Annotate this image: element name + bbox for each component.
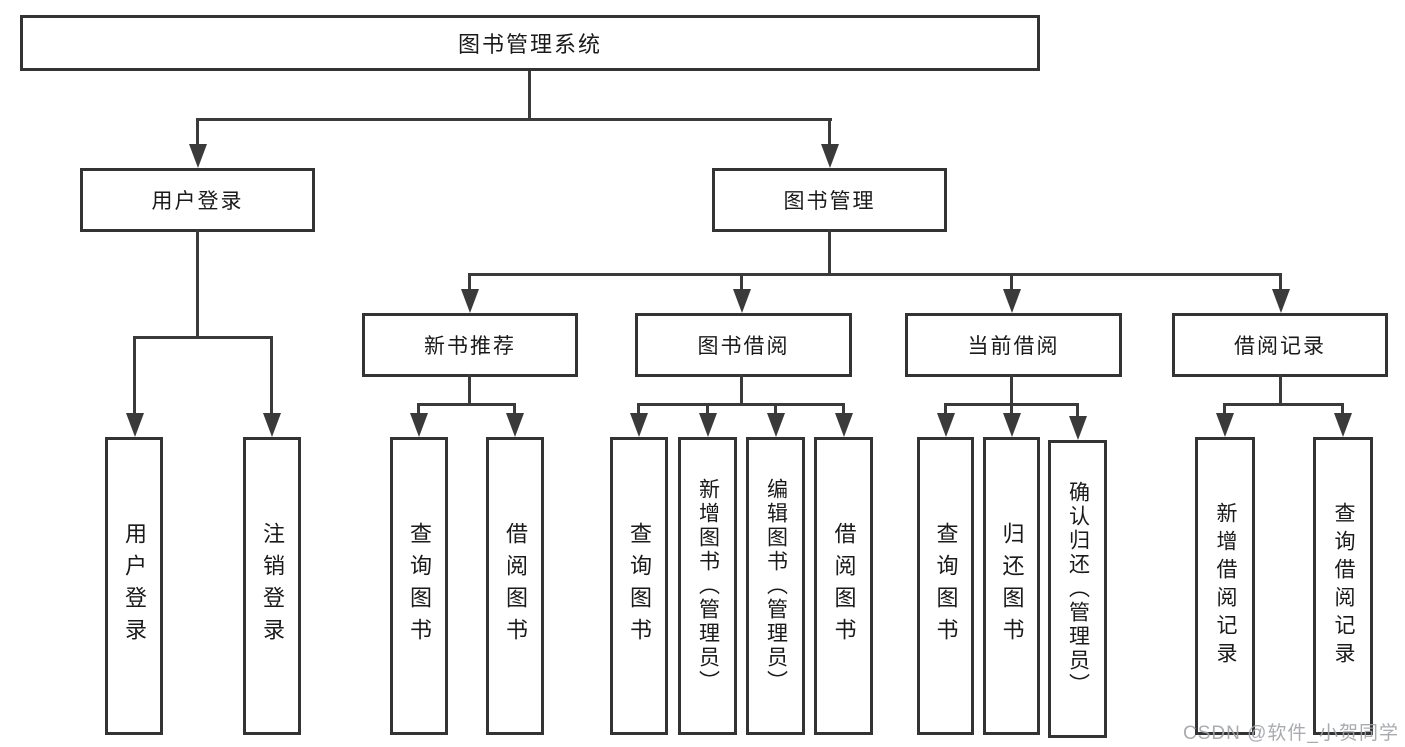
node-bor-query-books: 查询图书 — [610, 437, 668, 735]
arrow-to-rec-borrow-books — [513, 403, 516, 413]
connector-book-borrowing-rail — [638, 403, 844, 406]
arrow-to-bor-borrow-books — [842, 403, 845, 413]
node-cur-confirm-return-label: 确认归还（管理员） — [1066, 481, 1090, 697]
arrow-to-current-borrowing — [1010, 273, 1013, 289]
connector-borrowing-records-rail — [1224, 403, 1344, 406]
connector-new-book-recommend-rail — [418, 403, 516, 406]
arrow-to-rec-query-books — [417, 403, 420, 413]
node-rec-query-books-label: 查询图书 — [407, 522, 432, 650]
node-bor-add-books-label: 新增图书（管理员） — [696, 478, 720, 694]
node-cur-query-books-label: 查询图书 — [933, 522, 959, 650]
node-borrowing-records: 借阅记录 — [1172, 313, 1388, 377]
arrow-to-rec-add-record — [1223, 403, 1226, 413]
node-bor-edit-books-label: 编辑图书（管理员） — [764, 478, 788, 694]
node-bor-query-books-label: 查询图书 — [627, 522, 652, 650]
connector-user-login-rail — [133, 336, 273, 339]
connector-book-management-stem — [828, 229, 831, 275]
node-cur-query-books: 查询图书 — [917, 437, 974, 735]
node-new-book-recommend: 新书推荐 — [362, 313, 578, 377]
node-bor-borrow-books: 借阅图书 — [814, 437, 873, 735]
arrow-to-new-book-recommend — [468, 273, 471, 289]
connector-book-borrowing-stem — [740, 374, 743, 405]
arrow-to-borrowing-records — [1279, 273, 1282, 289]
node-current-borrowing: 当前借阅 — [905, 313, 1122, 377]
arrow-to-cur-query-books — [944, 403, 947, 413]
node-logout: 注销登录 — [243, 437, 301, 735]
node-bor-edit-books: 编辑图书（管理员） — [746, 437, 805, 735]
node-book-borrowing: 图书借阅 — [635, 313, 852, 377]
arrow-to-user-login — [196, 118, 199, 144]
connector-level2-rail — [196, 118, 832, 121]
connector-root-stem — [528, 71, 531, 120]
node-rec-borrow-books-label: 借阅图书 — [503, 522, 528, 650]
node-rec-add-record-label: 新增借阅记录 — [1214, 502, 1237, 670]
node-login-label: 用户登录 — [122, 522, 147, 650]
node-book-management: 图书管理 — [712, 168, 947, 232]
node-logout-label: 注销登录 — [260, 522, 285, 650]
arrow-to-book-management — [828, 118, 831, 144]
arrow-to-bor-query-books — [637, 403, 640, 413]
node-rec-query-record-label: 查询借阅记录 — [1332, 502, 1355, 670]
arrow-to-bor-add-books — [706, 403, 709, 413]
connector-current-borrowing-stem — [1010, 374, 1013, 405]
arrow-to-rec-query-record — [1341, 403, 1344, 413]
connector-borrowing-records-stem — [1279, 374, 1282, 405]
node-user-login: 用户登录 — [80, 168, 315, 232]
arrow-to-book-borrowing — [740, 273, 743, 289]
node-rec-query-record: 查询借阅记录 — [1313, 437, 1373, 735]
arrow-to-cur-return-books — [1010, 403, 1013, 413]
node-cur-return-books-label: 归还图书 — [999, 522, 1025, 650]
node-cur-confirm-return: 确认归还（管理员） — [1048, 440, 1107, 738]
node-rec-add-record: 新增借阅记录 — [1195, 437, 1255, 735]
node-bor-borrow-books-label: 借阅图书 — [831, 522, 857, 650]
connector-user-login-stem — [196, 229, 199, 337]
node-root: 图书管理系统 — [20, 15, 1040, 71]
node-login: 用户登录 — [105, 437, 163, 735]
arrow-to-login — [133, 336, 136, 413]
arrow-to-logout — [270, 336, 273, 413]
arrow-to-bor-edit-books — [774, 403, 777, 413]
node-bor-add-books: 新增图书（管理员） — [678, 437, 737, 735]
node-rec-borrow-books: 借阅图书 — [486, 437, 544, 735]
connector-level3-rail — [468, 273, 1282, 276]
arrow-to-cur-confirm-return — [1076, 403, 1079, 416]
node-rec-query-books: 查询图书 — [390, 437, 448, 735]
node-cur-return-books: 归还图书 — [983, 437, 1040, 735]
connector-new-book-recommend-stem — [468, 374, 471, 405]
csdn-watermark: CSDN @软件_小贺同学 — [1183, 723, 1399, 744]
